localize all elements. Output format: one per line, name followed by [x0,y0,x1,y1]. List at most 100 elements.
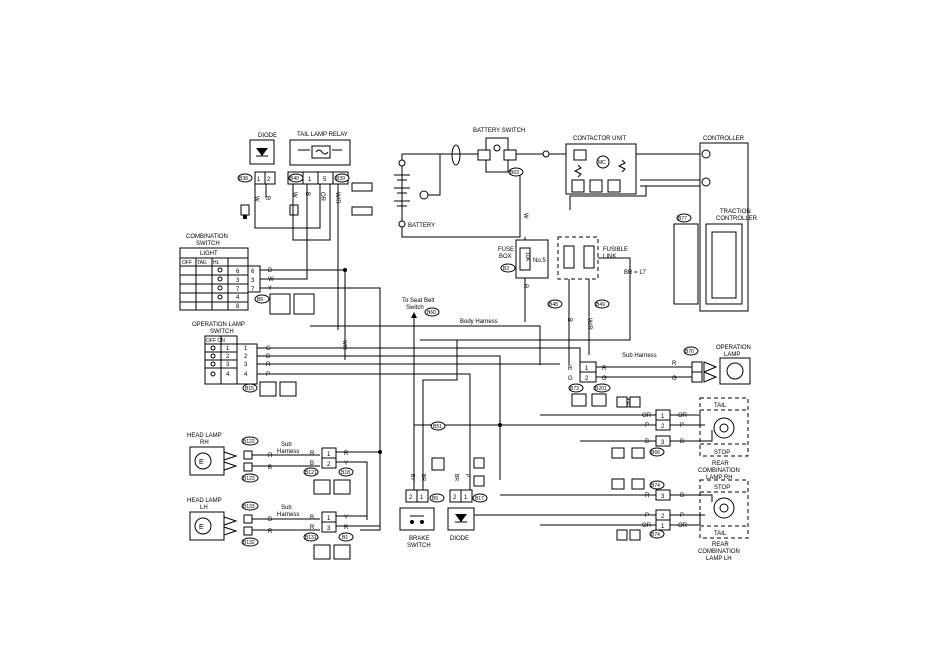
b133-badge [241,501,259,511]
b66-badge [649,447,665,457]
b51-label: B51 [433,424,442,430]
svg-text:1: 1 [327,452,331,458]
b2-badge [500,263,516,273]
b1-label: B1 [342,535,348,541]
svg-text:1: 1 [661,414,665,420]
b201-label: B201 [595,386,607,392]
wire-y-lh-sub-r: Y [344,515,348,521]
br17-label: BR = 17 [624,270,647,276]
harness-label-lh: Harness [277,512,299,518]
b15-connector-b [279,381,297,397]
rear-comb-lh-label-3: LAMP LH [706,556,732,562]
wire-g-op: G [266,346,271,352]
b132-label: B132 [243,540,255,546]
b201-connector [591,393,607,407]
b133-label: B133 [243,504,255,510]
rear-comb-rh-label-3: LAMP RH [706,475,733,481]
wire-w-relay: W [291,192,297,198]
b18-connector [333,479,351,495]
svg-text:4: 4 [244,372,248,378]
svg-text:1: 1 [226,346,230,352]
battery-switch [477,137,517,173]
wire-r-rh-sub-r: R [344,451,349,457]
rear-comb-rh-label-1: REAR [712,461,729,467]
b121-badge [303,467,319,477]
b121-label: B121 [305,470,317,476]
b77-connector [673,223,699,305]
brake-switch-label-2: SWITCH [407,543,431,549]
wire-b-rh-r: B [680,439,684,445]
wire-g-op-lamp: G [672,376,677,382]
b18-label: B18 [341,470,350,476]
b39-label: B39 [336,176,345,182]
head-lamp-lh-connector: 13 [321,511,337,533]
svg-text:3: 3 [327,526,331,532]
b74-connector-b [631,478,645,490]
combination-switch-label-2: SWITCH [196,241,220,247]
wire-w-diode: W [253,196,259,202]
b6-label: B6 [257,297,263,303]
battery-label: BATTERY [408,223,435,229]
sub-harness-op-label: Sub Harness [622,353,657,359]
svg-text:7: 7 [251,287,255,293]
svg-text:2: 2 [661,424,665,430]
diode-connector-icon [240,204,250,219]
b48-badge [547,299,563,309]
tail-lh-label: TAIL [714,531,727,537]
wire-y-comb: Y [268,286,272,292]
off-label: OFF [182,260,192,266]
b121-connector [313,479,331,495]
wire-w-comb: W [268,277,274,283]
svg-text:1: 1 [244,346,248,352]
operation-lamp [703,357,751,385]
b70-plug-b [691,371,703,383]
b17-badge [472,493,488,503]
wire-r-rh-lamp: R [268,453,273,459]
b2-label: B2 [503,266,509,272]
fuse-rating: 10A [524,252,530,262]
to-seat-belt-label-2: Switch [406,305,424,311]
wire-p-op: P [266,372,270,378]
svg-text:1: 1 [585,366,589,372]
fusible-link-label-2: LINK [603,254,616,260]
b132-badge [241,537,259,547]
b131-label: B131 [305,535,317,541]
b51-badge [430,421,446,431]
svg-text:2: 2 [661,514,665,520]
wire-p-lh-r: P [680,513,684,519]
rh-connector-1: 12 [655,409,671,431]
battery-switch-label: BATTERY SWITCH [473,128,525,134]
comb-switch-pins: 637 [247,265,261,293]
wire-b-comb: B [268,268,272,274]
svg-text:1: 1 [420,495,424,501]
controller-label: CONTROLLER [703,136,745,142]
svg-text:3: 3 [661,440,665,446]
svg-text:6: 6 [236,269,240,275]
sub-label-lh: Sub [281,505,292,511]
wire-p-diode: P [464,474,470,478]
b5-label: B5 [432,496,438,502]
lh-conn-icon-b [629,529,641,541]
b73-badge [568,383,584,393]
combination-switch: 63 74 8 [179,247,249,311]
combination-switch-label-1: COMBINATION [186,234,228,240]
b18-badge [338,467,354,477]
b17-connector [473,457,485,469]
head-lamp-rh-label-2: RH [200,440,209,446]
lh-connector-1: 21 [655,509,671,531]
lh-connector-3: 3 [655,489,671,501]
b15-connector-a [259,381,277,397]
off-on-label: OFF ON [206,338,225,344]
battery [394,159,429,228]
wire-r-rh-sub-l: R [310,451,315,457]
wire-b-lh-lamp: B [268,517,272,523]
wire-r-op-lamp: R [672,361,677,367]
b1-badge [338,532,354,542]
harness-label-rh: Harness [277,449,299,455]
b38-badge [237,173,253,183]
wire-w-fuse: W [522,213,528,219]
brake-switch-label-1: BRAKE [409,536,429,542]
wire-g-sub-op-l: G [568,376,573,382]
wire-y-rh-sub-r: Y [344,461,348,467]
